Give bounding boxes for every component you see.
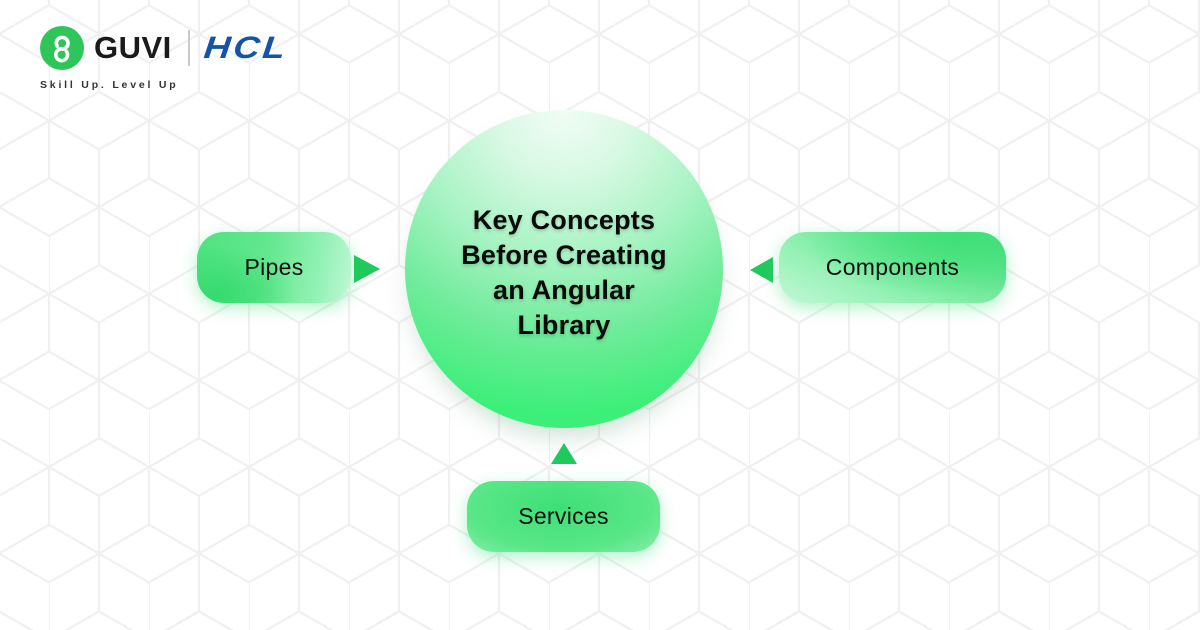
triangle-right-icon — [354, 255, 380, 283]
node-components: Components — [779, 232, 1006, 303]
center-title: Key Concepts Before Creating an Angular … — [461, 195, 667, 343]
node-pipes-label: Pipes — [244, 254, 304, 280]
node-pipes: Pipes — [197, 232, 351, 303]
brand-header: GUVI HCL Skill Up. Level Up — [40, 26, 290, 91]
center-title-line-2: Before Creating — [461, 240, 667, 270]
brand-row: GUVI HCL — [40, 26, 290, 70]
brand-tagline: Skill Up. Level Up — [40, 79, 179, 91]
node-services: Services — [467, 481, 660, 552]
center-title-line-1: Key Concepts — [472, 205, 656, 235]
triangle-left-icon — [750, 257, 773, 283]
node-services-label: Services — [518, 503, 609, 529]
center-title-line-3: an Angular — [492, 275, 635, 305]
brand-divider — [187, 30, 191, 66]
node-components-label: Components — [825, 254, 960, 280]
guvi-wordmark: GUVI — [94, 30, 172, 65]
triangle-up-icon — [551, 443, 577, 464]
hcl-wordmark: HCL — [202, 30, 291, 65]
center-circle: Key Concepts Before Creating an Angular … — [405, 110, 723, 428]
center-title-line-4: Library — [517, 310, 611, 340]
guvi-logo-icon — [40, 26, 84, 70]
